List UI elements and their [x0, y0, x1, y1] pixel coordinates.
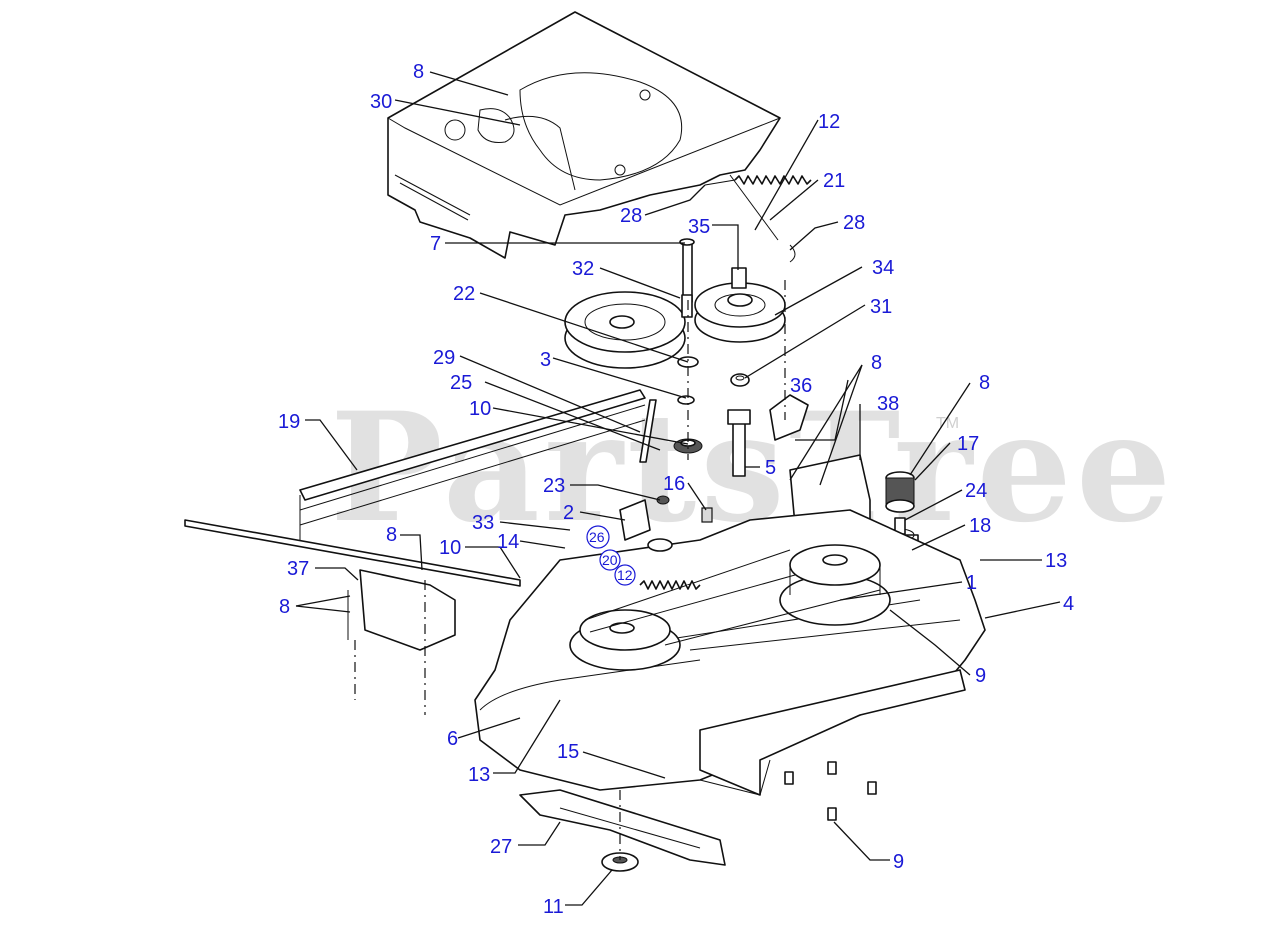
callout-16: 16 [663, 473, 685, 495]
callout-29: 29 [433, 347, 455, 369]
callout-25: 25 [450, 372, 472, 394]
callout-31: 31 [870, 296, 892, 318]
callout-28: 28 [843, 212, 865, 234]
left-spindle-pulley [569, 609, 681, 671]
idler-arm-assembly [619, 499, 701, 590]
callout-labels: 8 30 12 21 28 28 7 35 34 32 22 31 8 29 3… [278, 61, 1074, 918]
callout-1: 1 [966, 572, 977, 594]
tension-spring [704, 174, 812, 263]
callout-12: 12 [818, 111, 840, 133]
callout-36: 36 [790, 375, 812, 397]
callout-18: 18 [969, 515, 991, 537]
assembly-center-lines [354, 280, 786, 860]
callout-19: 19 [278, 411, 300, 433]
deck-platform-plate [387, 11, 781, 259]
callout-17: 17 [957, 433, 979, 455]
callout-14: 14 [497, 531, 519, 553]
callout-20-circle [599, 549, 621, 571]
deck-bolts [784, 761, 877, 821]
callout-26: 26 [589, 529, 605, 545]
callout-24: 24 [965, 480, 987, 502]
callout-26-circle [586, 525, 610, 549]
nut-23 [656, 495, 670, 505]
washer-31 [730, 373, 750, 387]
callout-7: 7 [430, 233, 441, 255]
callout-35: 35 [688, 216, 710, 238]
callout-23: 23 [543, 475, 565, 497]
callout-28: 28 [620, 205, 642, 227]
callout-38: 38 [877, 393, 899, 415]
callout-34: 34 [872, 257, 894, 279]
callout-32: 32 [572, 258, 594, 280]
watermark-tm-mark: TM [936, 415, 959, 432]
callout-10: 10 [469, 398, 491, 420]
callout-13: 13 [468, 764, 490, 786]
spacer-32 [681, 294, 693, 318]
spindle-bushing [885, 471, 915, 513]
right-spindle-pulley [779, 544, 891, 626]
callout-21: 21 [823, 170, 845, 192]
callout-10: 10 [439, 537, 461, 559]
callout-27: 27 [490, 836, 512, 858]
carriage-bolt [679, 238, 695, 303]
callout-9: 9 [893, 851, 904, 873]
bracket-36 [769, 394, 809, 441]
callout-8: 8 [279, 596, 290, 618]
lift-rod [184, 519, 521, 587]
leader-lines [295, 71, 1061, 906]
large-pulley [564, 291, 686, 369]
callout-5: 5 [765, 457, 776, 479]
callout-12: 12 [617, 567, 633, 583]
rod-29 [639, 399, 657, 463]
callout-6: 6 [447, 728, 458, 750]
callout-8: 8 [413, 61, 424, 83]
mower-blade [519, 789, 726, 866]
callout-15: 15 [557, 741, 579, 763]
blade-washer [601, 852, 639, 872]
callout-8: 8 [979, 372, 990, 394]
callout-8: 8 [871, 352, 882, 374]
bolt-16 [701, 507, 713, 523]
callout-8: 8 [386, 524, 397, 546]
idler-pulley [694, 267, 786, 343]
callout-33: 33 [472, 512, 494, 534]
callout-9: 9 [975, 665, 986, 687]
lift-bracket [347, 569, 456, 651]
callout-2: 2 [563, 502, 574, 524]
spindle-shaft-5 [727, 409, 751, 477]
washer-3 [677, 395, 695, 405]
callout-20: 20 [602, 552, 618, 568]
callout-37: 37 [287, 558, 309, 580]
callout-13: 13 [1045, 550, 1067, 572]
callout-3: 3 [540, 349, 551, 371]
callout-11: 11 [543, 896, 564, 918]
callout-22: 22 [453, 283, 475, 305]
callout-12-circle [614, 564, 636, 586]
discharge-deflector [699, 669, 966, 796]
callout-30: 30 [370, 91, 392, 113]
callout-4: 4 [1063, 593, 1074, 615]
